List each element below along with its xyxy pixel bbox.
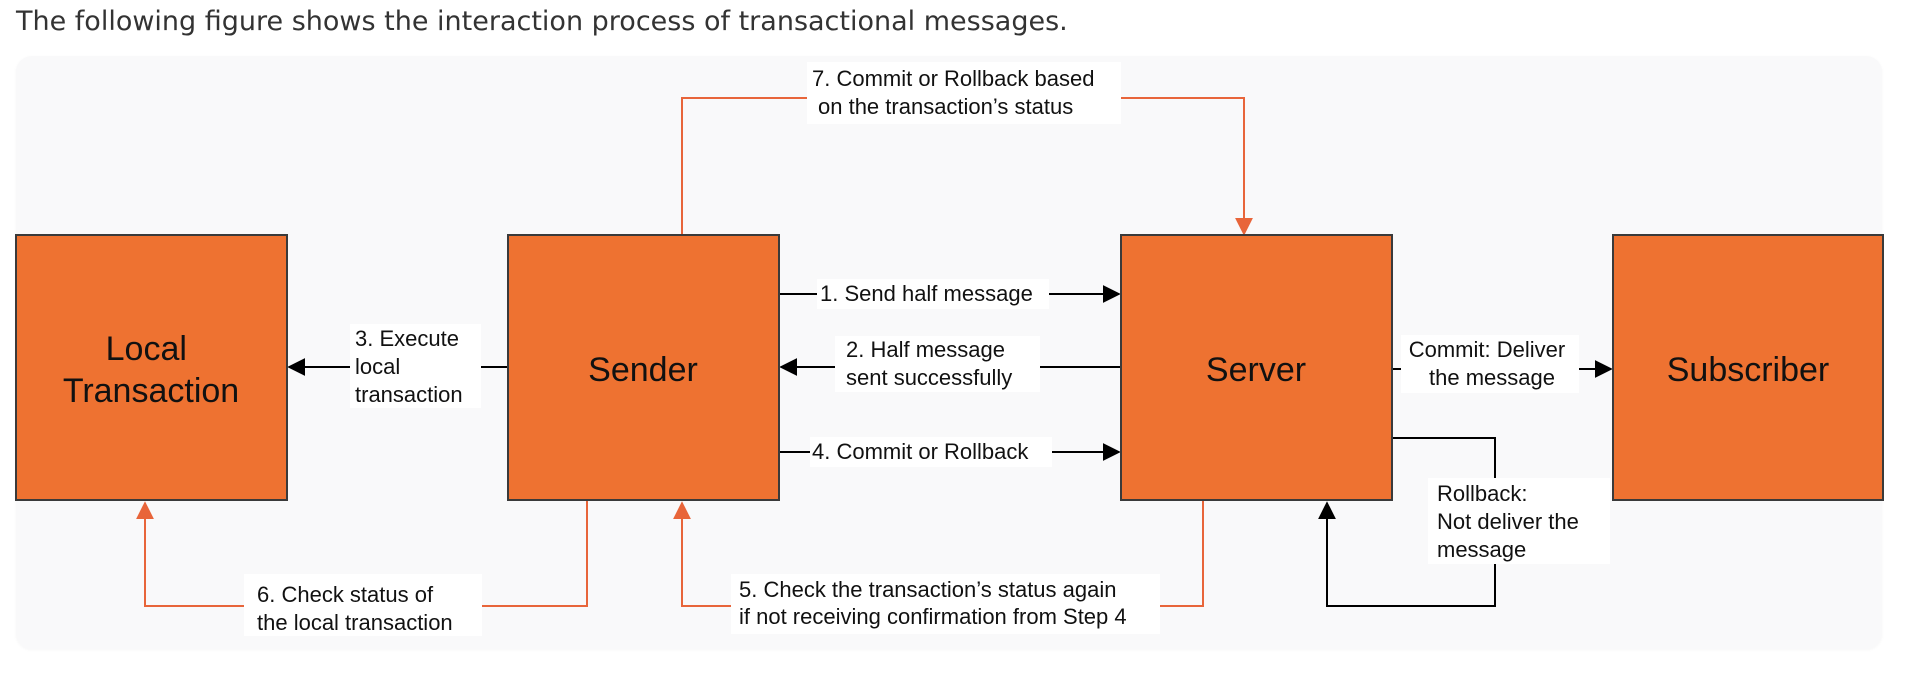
step4-label-bg (810, 437, 1052, 467)
rollback-label: Rollback: Not deliver the message (1437, 481, 1585, 562)
step1-label-bg (817, 279, 1049, 309)
step7-label: 7. Commit or Rollback based on the trans… (812, 66, 1101, 119)
subscriber-node (1612, 234, 1884, 501)
sender-label: Sender (588, 351, 698, 389)
sender-node (507, 234, 780, 501)
subscriber-label: Subscriber (1667, 351, 1830, 389)
step2-label-bg (835, 336, 1040, 392)
step3-label-bg (350, 324, 481, 408)
step5-label-bg (731, 574, 1160, 634)
local-transaction-node (15, 234, 288, 501)
step7-label-bg (807, 62, 1121, 124)
server-label: Server (1206, 351, 1306, 389)
step1-label: 1. Send half message (820, 281, 1033, 306)
step6-label-bg (244, 574, 482, 636)
figure-caption: The following figure shows the interacti… (16, 6, 1068, 37)
step6-label: 6. Check status of the local transaction (257, 582, 453, 635)
step3-label: 3. Execute local transaction (355, 326, 465, 407)
rollback-label-bg (1428, 478, 1610, 564)
local-transaction-label: Local Transaction (63, 330, 239, 410)
step5-label: 5. Check the transaction’s status again … (739, 577, 1127, 629)
step4-label: 4. Commit or Rollback (812, 439, 1029, 464)
server-node (1120, 234, 1393, 501)
commit-label-bg (1401, 335, 1579, 393)
step2-label: 2. Half message sent successfully (846, 337, 1012, 390)
rollback-connector (1318, 437, 1496, 607)
commit-deliver-label: Commit: Deliver the message (1409, 337, 1572, 390)
